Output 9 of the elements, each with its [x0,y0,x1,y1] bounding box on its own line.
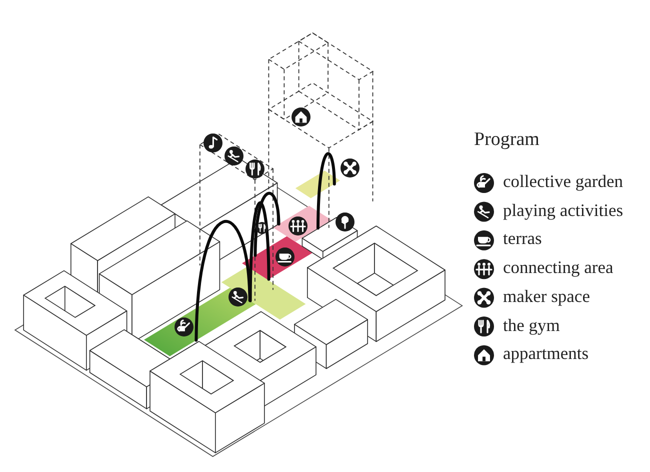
legend-title: Program [474,130,540,151]
workshop-area [295,170,340,198]
legend-label: connecting area [503,258,614,278]
legend-label: collective garden [503,172,624,192]
legend-label: the gym [503,316,560,335]
legend-label: maker space [503,286,590,306]
legend-label: playing activities [503,200,624,220]
legend-label: terras [503,229,542,249]
legend-label: appartments [503,344,589,364]
